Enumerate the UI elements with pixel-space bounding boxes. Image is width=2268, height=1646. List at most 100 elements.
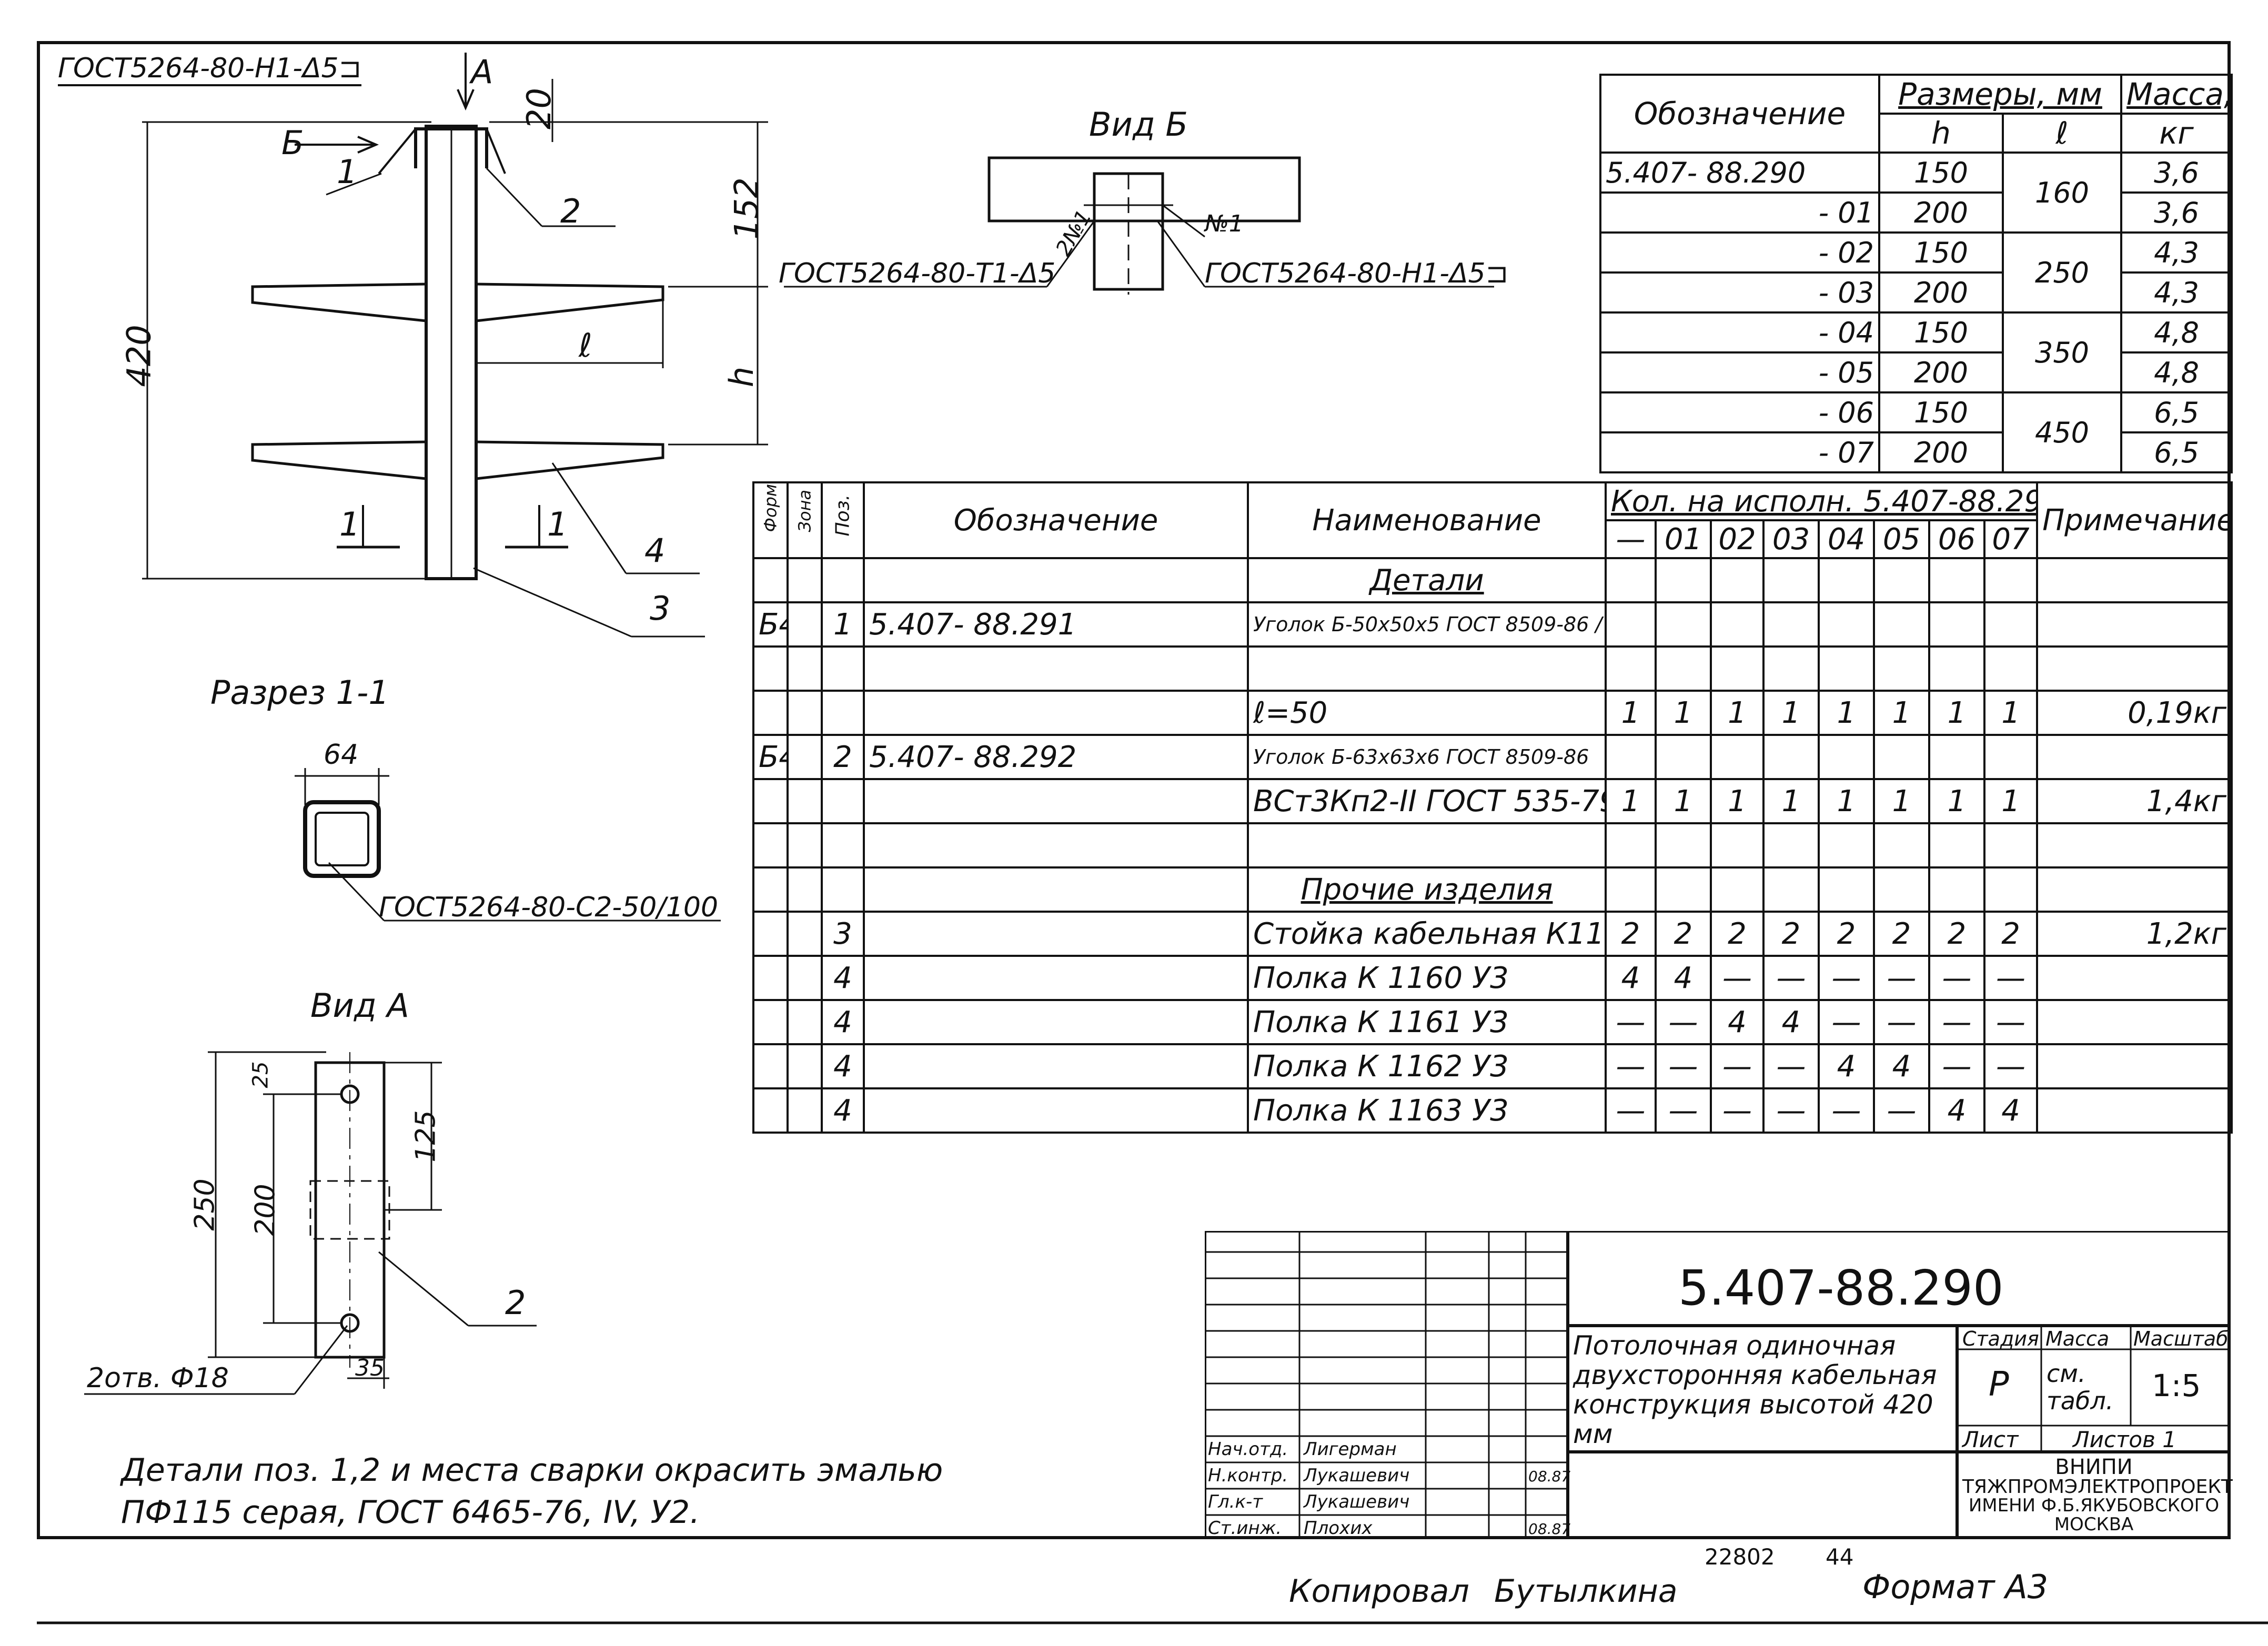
spec-cell-pos [821,778,865,824]
spec-cell-qty [1710,866,1765,913]
spec-header-format: Формат [760,482,781,532]
spec-cell-qty [1655,822,1712,869]
spec-cell-qty: — [1983,1043,2039,1089]
footer-copied: Копировал [1289,1573,1469,1610]
spec-cell-zone [787,1043,823,1089]
spec-cell-qty: 1 [1710,690,1765,736]
footer-num: 22802 [1705,1544,1775,1570]
view-a-pos-2: 2 [505,1284,526,1322]
dim-h: h [722,366,761,388]
view-a-dim-125: 125 [410,1110,442,1163]
spec-cell-qty: — [1873,1087,1930,1134]
spec-cell-designation [863,1043,1249,1089]
title-block-grid [1205,1231,2231,1539]
view-b-plate [987,156,1301,223]
spec-cell-designation [863,866,1249,913]
doc-number: 5.407-88.290 [1678,1260,2004,1316]
org-line-3: ИМЕНИ Ф.Б.ЯКУБОВСКОГО [1968,1495,2220,1516]
spec-cell-qty [1873,557,1930,603]
spec-cell-format [752,557,789,603]
spec-cell-qty [1818,866,1875,913]
staff-name-0: Лигерман [1304,1439,1397,1460]
spec-cell-qty [1928,734,1985,780]
spec-header-note: Примечание [2036,481,2233,559]
spec-cell-qty [1710,734,1765,780]
angle-leg-right [486,128,506,174]
spec-cell-qty [1655,645,1712,692]
spec-cell-pos: 3 [821,911,865,957]
spec-cell-qty [1710,601,1765,648]
spec-cell-qty: 1 [1983,778,2039,824]
shelf-upper-left [251,282,427,322]
spec-cell-zone [787,955,823,1001]
spec-cell-format [752,690,789,736]
spec-cell-designation [863,911,1249,957]
spec-cell-qty [1983,866,2039,913]
spec-cell-qty: 1 [1762,778,1820,824]
spec-cell-name: Стойка кабельная К1150У3 [1247,911,1607,957]
spec-cell-note [2036,734,2233,780]
angle-leg-left [378,128,417,175]
spec-cell-designation: 5.407- 88.292 [863,734,1249,780]
pos-2-label: 2 [560,192,581,230]
spec-cell-pos: 4 [821,955,865,1001]
spec-cell-name: Полка К 1161 У3 [1247,999,1607,1045]
view-b-tag-1: №1 [1205,210,1244,237]
spec-cell-qty [1928,645,1985,692]
section-mark-left: 1 [339,505,360,543]
section-title: Разрез 1-1 [210,673,389,712]
spec-cell-qty: 4 [1655,955,1712,1001]
spec-cell-qty: — [1928,1043,1985,1089]
spec-cell-zone [787,557,823,603]
spec-cell-qty: 4 [1710,999,1765,1045]
spec-cell-qty [1762,866,1820,913]
spec-cell-qty: 1 [1655,690,1712,736]
spec-cell-qty: — [1605,1043,1657,1089]
spec-cell-qty: — [1818,1087,1875,1134]
view-a-dim-250: 250 [189,1178,221,1231]
spec-cell-qty [1605,822,1657,869]
spec-cell-qty [1762,734,1820,780]
spec-cell-qty [1818,645,1875,692]
dim-152: 152 [727,177,766,240]
dimtab-header-l: ℓ [2001,113,2123,154]
spec-cell-qty [1605,645,1657,692]
spec-cell-designation [863,557,1249,603]
spec-cell-pos: 4 [821,999,865,1045]
spec-cell-designation [863,690,1249,736]
spec-cell-qty: 1 [1873,690,1930,736]
spec-cell-pos: 2 [821,734,865,780]
mass-label: Масса [2045,1327,2110,1350]
stage-value: Р [1989,1365,2009,1404]
section-weld: ГОСТ5264-80-С2-50/100 [379,892,719,923]
table-row: - 06 150 450 6,5 [1599,391,2233,473]
scale-label: Масштаб [2133,1327,2229,1350]
scale-value: 1:5 [2152,1368,2201,1403]
spec-cell-note [2036,645,2233,692]
spec-cell-qty [1762,822,1820,869]
spec-cell-format [752,1043,789,1089]
spec-cell-pos: 4 [821,1043,865,1089]
spec-cell-qty [1605,866,1657,913]
spec-cell-qty [1983,601,2039,648]
view-a-dim-25: 25 [248,1061,273,1088]
spec-cell-qty: — [1983,955,2039,1001]
spec-cell-qty: 2 [1928,911,1985,957]
spec-cell-name: Прочие изделия [1247,866,1607,913]
spec-cell-zone [787,866,823,913]
spec-cell-qty [1873,866,1930,913]
staff-name-1: Лукашевич [1304,1465,1410,1486]
top-angle [414,127,488,168]
dimtab-header-designation: Обозначение [1599,74,1880,154]
spec-cell-zone [787,645,823,692]
footer-format: Формат А3 [1862,1568,2049,1606]
spec-cell-qty: 4 [1605,955,1657,1001]
spec-cell-name: ℓ=50 [1247,690,1607,736]
spec-cell-format: Б4 [752,734,789,780]
note-line-2: ПФ115 серая, ГОСТ 6465-76, IV, У2. [121,1494,700,1531]
